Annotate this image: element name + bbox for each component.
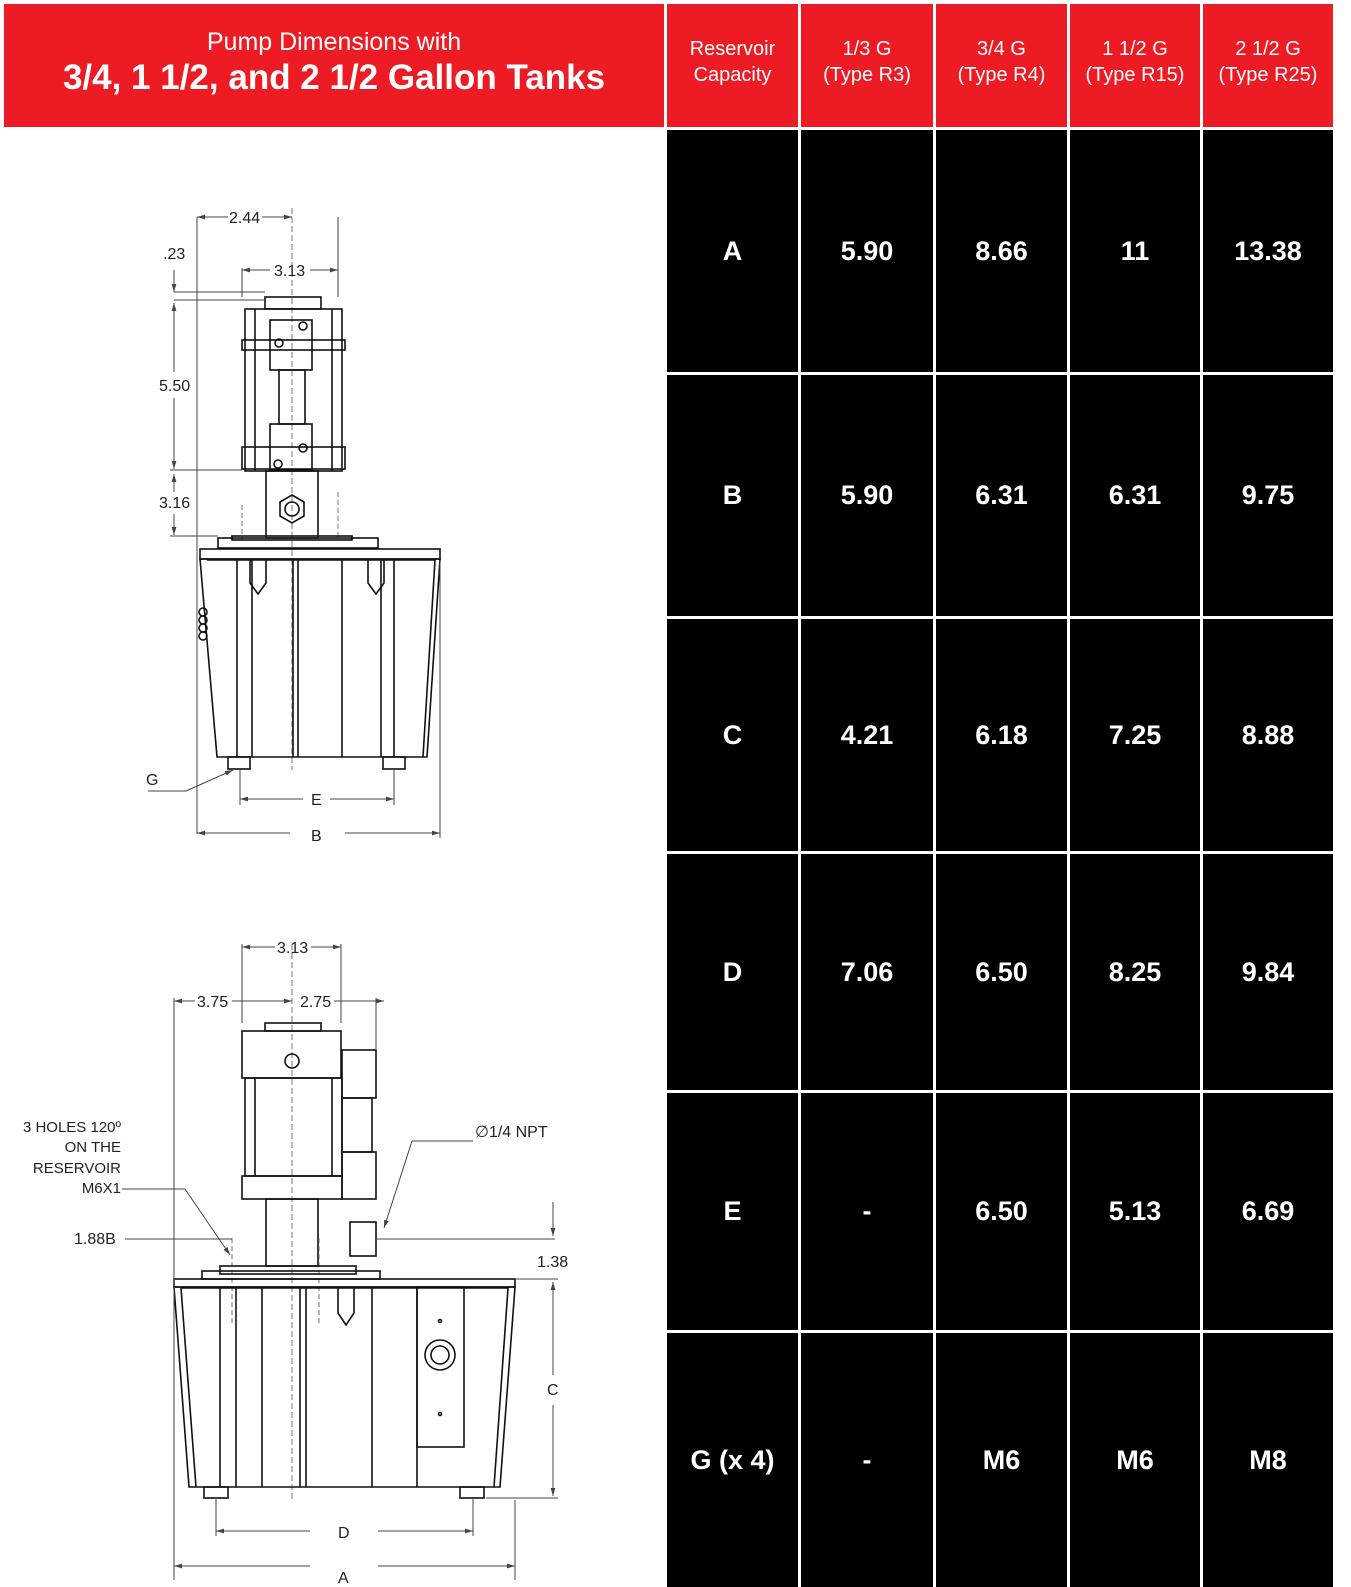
row-b-r3: 5.90: [801, 375, 933, 616]
dim-5-50: 5.50: [159, 378, 190, 395]
row-g-r4: M6: [936, 1333, 1067, 1587]
row-a-r4: 8.66: [936, 130, 1067, 372]
col-header-line: Capacity: [693, 64, 772, 86]
pump-side-view: [198, 208, 441, 770]
pump-front-view: [173, 944, 516, 1500]
col-header-line: 3/4 G: [977, 38, 1026, 60]
dim-3-13-bottom: 3.13: [277, 940, 308, 957]
dim-2-75: 2.75: [300, 994, 331, 1011]
col-header-line: 1 1/2 G: [1102, 38, 1168, 60]
title-box: Pump Dimensions with 3/4, 1 1/2, and 2 1…: [4, 4, 664, 127]
row-a-r15: 11: [1070, 130, 1200, 372]
col-header-line: 1/3 G: [842, 38, 892, 60]
label-d: D: [338, 1525, 350, 1542]
row-e-r3: -: [801, 1093, 933, 1330]
col-header-r25: 2 1/2 G (Type R25): [1203, 4, 1333, 127]
row-a-r25: 13.38: [1203, 130, 1333, 372]
row-a-r3: 5.90: [801, 130, 933, 372]
holes-note-line-2: ON THE: [65, 1139, 121, 1156]
row-g-r15: M6: [1070, 1333, 1200, 1587]
row-b-r4: 6.31: [936, 375, 1067, 616]
holes-note-line-3: RESERVOIR: [33, 1160, 121, 1177]
row-a-label: A: [667, 130, 798, 372]
row-g-r3: -: [801, 1333, 933, 1587]
row-d-r4: 6.50: [936, 854, 1067, 1090]
dim-0-23: .23: [163, 246, 185, 263]
row-g-label: G (x 4): [667, 1333, 798, 1587]
col-header-line: 2 1/2 G: [1235, 38, 1301, 60]
col-header-line: (Type R3): [823, 64, 911, 86]
title-line-1: Pump Dimensions with: [206, 28, 462, 56]
dim-1-38: 1.38: [537, 1254, 568, 1271]
row-b-label: B: [667, 375, 798, 616]
dim-3-13-top: 3.13: [274, 263, 305, 280]
row-c-r15: 7.25: [1070, 619, 1200, 851]
npt-note: ∅1/4 NPT: [475, 1124, 548, 1141]
col-header-line: (Type R15): [1085, 64, 1185, 86]
label-b: B: [311, 828, 322, 845]
col-header-line: (Type R25): [1218, 64, 1318, 86]
row-e-r4: 6.50: [936, 1093, 1067, 1330]
row-c-r4: 6.18: [936, 619, 1067, 851]
row-d-r3: 7.06: [801, 854, 933, 1090]
row-d-label: D: [667, 854, 798, 1090]
col-header-line: (Type R4): [957, 64, 1046, 86]
row-c-r3: 4.21: [801, 619, 933, 851]
label-c: C: [547, 1382, 559, 1399]
dim-2-44: 2.44: [229, 210, 260, 227]
col-header-r3: 1/3 G (Type R3): [801, 4, 933, 127]
col-header-line: Reservoir: [689, 38, 776, 60]
row-d-r15: 8.25: [1070, 854, 1200, 1090]
label-e: E: [311, 792, 322, 809]
col-header-reservoir: Reservoir Capacity: [667, 4, 798, 127]
holes-note-line-4: M6X1: [82, 1180, 121, 1197]
technical-drawing: 2.44 .23 3.13 5.50 3.16 G E B: [23, 208, 568, 1587]
row-c-r25: 8.88: [1203, 619, 1333, 851]
row-b-r25: 9.75: [1203, 375, 1333, 616]
dim-3-16: 3.16: [159, 495, 190, 512]
row-g-r25: M8: [1203, 1333, 1333, 1587]
col-header-r4: 3/4 G (Type R4): [936, 4, 1067, 127]
row-e-label: E: [667, 1093, 798, 1330]
row-b-r15: 6.31: [1070, 375, 1200, 616]
dim-1-88b: 1.88B: [74, 1231, 116, 1248]
row-e-r15: 5.13: [1070, 1093, 1200, 1330]
dim-3-75: 3.75: [197, 994, 228, 1011]
row-e-r25: 6.69: [1203, 1093, 1333, 1330]
row-d-r25: 9.84: [1203, 854, 1333, 1090]
label-g: G: [146, 772, 158, 789]
col-header-r15: 1 1/2 G (Type R15): [1070, 4, 1200, 127]
row-c-label: C: [667, 619, 798, 851]
holes-note-line-1: 3 HOLES 120º: [23, 1119, 122, 1136]
title-line-2: 3/4, 1 1/2, and 2 1/2 Gallon Tanks: [62, 58, 606, 97]
label-a: A: [338, 1570, 349, 1587]
